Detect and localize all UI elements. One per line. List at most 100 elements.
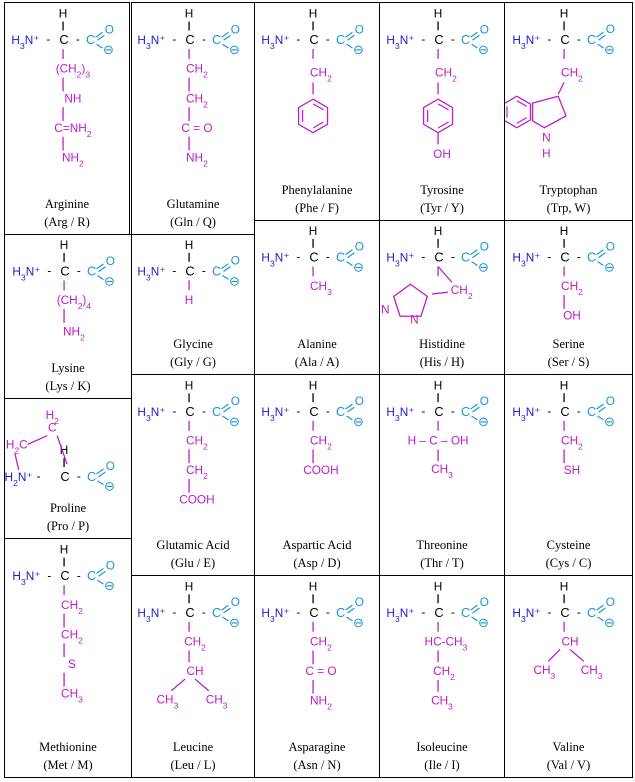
alpha-h-label: H xyxy=(560,224,569,238)
carboxyl-carbon: C xyxy=(587,404,596,419)
carbonyl-bond xyxy=(470,403,478,410)
alpha-carbon: C xyxy=(309,250,318,265)
amino-acid-code: (Val / V) xyxy=(546,758,591,772)
carboxyl-carbon: C xyxy=(212,605,221,620)
amino-acid-name: Aspartic Acid xyxy=(282,538,352,552)
alpha-h-label: H xyxy=(185,579,194,593)
phenol-ring-double-bond xyxy=(437,103,449,111)
alpha-h-label: H xyxy=(60,238,69,252)
alpha-h-label: H xyxy=(560,378,569,392)
amine-group: H3N⁺ xyxy=(512,251,540,269)
side-chain-bond xyxy=(437,266,453,283)
amine-group: H3N⁺ xyxy=(137,264,165,282)
carboxylate-oxygen: ⊖ xyxy=(478,259,489,274)
carboxyl-dash: - xyxy=(76,32,80,46)
side-chain-h: H xyxy=(185,293,194,307)
side-chain-group: C = O xyxy=(305,664,336,678)
carboxylate-oxygen: ⊖ xyxy=(104,273,115,288)
hydroxyl-group: OH xyxy=(433,147,451,161)
amino-acid-name: Glutamic Acid xyxy=(156,538,230,552)
side-chain-bond xyxy=(547,648,561,662)
amine-dash: - xyxy=(421,605,425,619)
indole-n: N xyxy=(542,131,551,145)
carboxylate-bond xyxy=(471,415,478,421)
side-chain-group: CH2 xyxy=(186,463,208,481)
carboxylate-oxygen: ⊖ xyxy=(353,615,364,630)
carboxylate-bond xyxy=(597,415,604,421)
carboxyl-carbon: C xyxy=(461,250,470,265)
amine-dash: - xyxy=(172,605,176,619)
alpha-h-label: H xyxy=(185,7,194,21)
carboxylate-bond xyxy=(471,43,478,49)
amine-dash: - xyxy=(547,605,551,619)
carbonyl-bond xyxy=(472,406,480,413)
carbonyl-bond xyxy=(345,403,353,410)
carbonyl-bond xyxy=(98,266,106,273)
carbonyl-bond xyxy=(470,31,478,38)
indole-benzene xyxy=(505,95,532,129)
carboxyl-dash: - xyxy=(326,605,330,619)
amino-acid-name: Valine xyxy=(552,740,585,754)
carboxylate-bond xyxy=(597,261,604,266)
side-chain-group: CH xyxy=(186,664,203,678)
carbonyl-bond xyxy=(345,31,353,38)
alpha-carbon: C xyxy=(560,605,569,620)
amino-acid-code: (Cys / C) xyxy=(545,556,592,570)
carboxyl-dash: - xyxy=(202,605,206,619)
amine-dash: - xyxy=(47,264,51,278)
amine-dash: - xyxy=(547,404,551,418)
carbonyl-bond xyxy=(598,252,606,259)
carboxylate-bond xyxy=(346,261,353,267)
alpha-carbon: C xyxy=(434,605,443,620)
amine-dash: - xyxy=(421,404,425,418)
side-chain-group: CH2 xyxy=(186,91,208,109)
side-chain-group: NH2 xyxy=(63,325,85,343)
amine-dash: - xyxy=(172,263,176,277)
carbonyl-oxygen: O xyxy=(606,22,615,36)
side-chain-group: CH3 xyxy=(310,279,332,297)
carbonyl-bond xyxy=(598,406,606,413)
amino-acid-code: (Thr / T) xyxy=(420,556,464,570)
side-chain-group: CH xyxy=(561,634,578,648)
imidazole-ring xyxy=(392,283,429,317)
amino-acid-name: Lysine xyxy=(51,361,85,375)
side-chain-group: CH2 xyxy=(310,66,332,84)
benzene-ring-double-bond xyxy=(312,103,324,111)
alpha-h-label: H xyxy=(434,224,443,238)
carboxylate-bond xyxy=(597,616,604,622)
methyl-group: CH3 xyxy=(206,693,228,711)
alpha-h-label: H xyxy=(309,7,318,21)
amine-group: H3N⁺ xyxy=(512,606,540,624)
amino-acid-code: (Arg / R) xyxy=(44,215,90,229)
amine-group: H3N⁺ xyxy=(512,33,540,51)
amine-dash: - xyxy=(547,32,551,46)
amino-acid-code: (Leu / L) xyxy=(170,758,216,772)
alpha-carbon: C xyxy=(434,32,443,47)
carboxyl-dash: - xyxy=(451,404,455,418)
alpha-h-label: H xyxy=(309,378,318,392)
amine-dash: - xyxy=(172,404,176,418)
side-chain-group: CH2 xyxy=(186,62,208,80)
amino-acid-name: Glutamine xyxy=(166,197,220,211)
alpha-h-label: H xyxy=(309,579,318,593)
ring-carbon: C xyxy=(48,421,57,435)
carboxylate-oxygen: ⊖ xyxy=(604,615,615,630)
carboxylate-bond xyxy=(222,415,229,421)
carbonyl-bond xyxy=(347,607,355,614)
amino-acid-name: Tyrosine xyxy=(420,183,464,197)
alpha-h-label: H xyxy=(560,579,569,593)
carboxylate-oxygen: ⊖ xyxy=(229,615,240,630)
side-chain-bond xyxy=(569,648,585,662)
carboxyl-dash: - xyxy=(77,568,81,582)
carboxylate-oxygen: ⊖ xyxy=(229,273,240,288)
alpha-carbon: C xyxy=(309,404,318,419)
